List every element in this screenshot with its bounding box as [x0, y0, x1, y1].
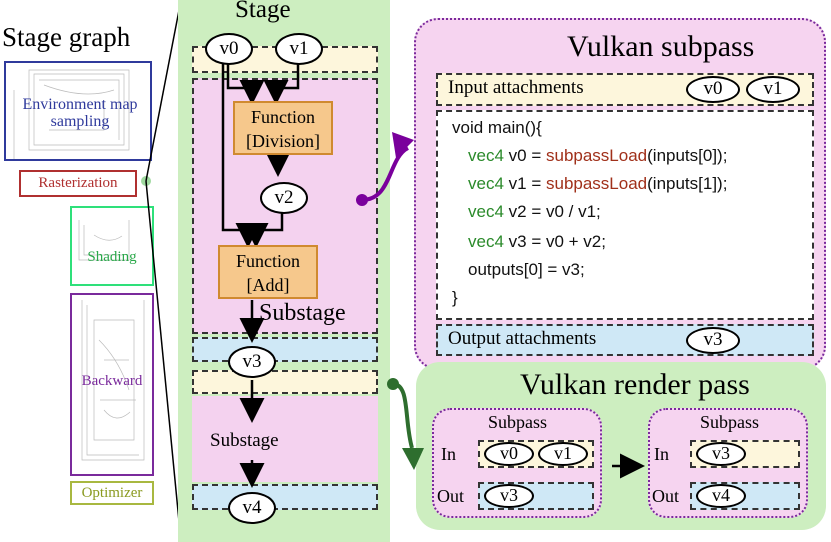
subpass-output-v3: v3 — [686, 327, 740, 354]
group-optimizer-label: Optimizer — [81, 485, 143, 501]
group-shading-label: Shading — [87, 249, 137, 265]
group-backward-label: Backward — [81, 373, 143, 389]
output-attachments-label: Output attachments — [448, 328, 597, 349]
output-attachments-bar — [436, 324, 814, 356]
vulkan-subpass-title: Vulkan subpass — [567, 30, 755, 63]
subpass-1-in-label: In — [441, 444, 456, 464]
stage-node-v3: v3 — [228, 346, 276, 378]
subpass-1-title: Subpass — [488, 412, 548, 432]
function-division: Function[Division] — [233, 101, 333, 155]
subpass-input-v0: v0 — [686, 76, 740, 103]
subpass-1-out-label: Out — [437, 486, 464, 506]
stage-graph-title: Stage graph — [2, 22, 131, 52]
subpass-1-in-v0: v0 — [484, 442, 534, 466]
subpass-2-in-label: In — [654, 444, 669, 464]
substage2-label: Substage — [210, 430, 279, 451]
substage2-output-strip — [192, 484, 378, 510]
input-attachments-bar — [436, 73, 814, 106]
group-rasterization: Rasterization — [19, 170, 137, 197]
group-backward: Backward — [70, 293, 154, 476]
substage-output-strip — [192, 337, 378, 362]
code-line-6: outputs[0] = v3; — [468, 260, 585, 279]
code-line-5: vec4 v3 = v0 + v2; — [468, 232, 606, 251]
group-environment-map: Environment map sampling — [4, 61, 152, 161]
function-division-label: Function[Division] — [246, 107, 320, 151]
function-add: Function[Add] — [218, 245, 318, 299]
subpass-2-in-v3: v3 — [696, 442, 746, 466]
code-line-7: } — [452, 288, 458, 307]
code-line-2: vec4 v0 = subpassLoad(inputs[0]); — [468, 146, 728, 165]
subpass-1-in-v1: v1 — [538, 442, 588, 466]
code-line-4: vec4 v2 = v0 / v1; — [468, 202, 601, 221]
stage-title: Stage — [235, 0, 291, 23]
substage-label: Substage — [259, 300, 346, 326]
substage2-input-strip — [192, 370, 378, 394]
stage-graph-thumbnail — [4, 60, 152, 500]
stage-input-v0: v0 — [205, 33, 253, 65]
subpass-2-title: Subpass — [700, 412, 760, 432]
substage2-area — [192, 396, 378, 482]
stage-node-v4: v4 — [228, 492, 276, 524]
code-line-1: void main(){ — [452, 118, 542, 137]
stage-node-v2: v2 — [260, 182, 308, 214]
group-rasterization-label: Rasterization — [38, 175, 118, 191]
group-environment-map-label: Environment map sampling — [22, 96, 138, 130]
code-block — [436, 110, 814, 320]
function-add-label: Function[Add] — [235, 251, 300, 295]
subpass-2-out-v4: v4 — [696, 484, 746, 508]
input-attachments-label: Input attachments — [448, 77, 584, 98]
subpass-input-v1: v1 — [746, 76, 800, 103]
vulkan-render-pass-title: Vulkan render pass — [520, 368, 750, 401]
subpass-2-out-label: Out — [652, 486, 679, 506]
group-optimizer: Optimizer — [70, 481, 154, 505]
stage-input-v1: v1 — [275, 33, 323, 65]
code-line-3: vec4 v1 = subpassLoad(inputs[1]); — [468, 174, 728, 193]
subpass-1-out-v3: v3 — [484, 484, 534, 508]
